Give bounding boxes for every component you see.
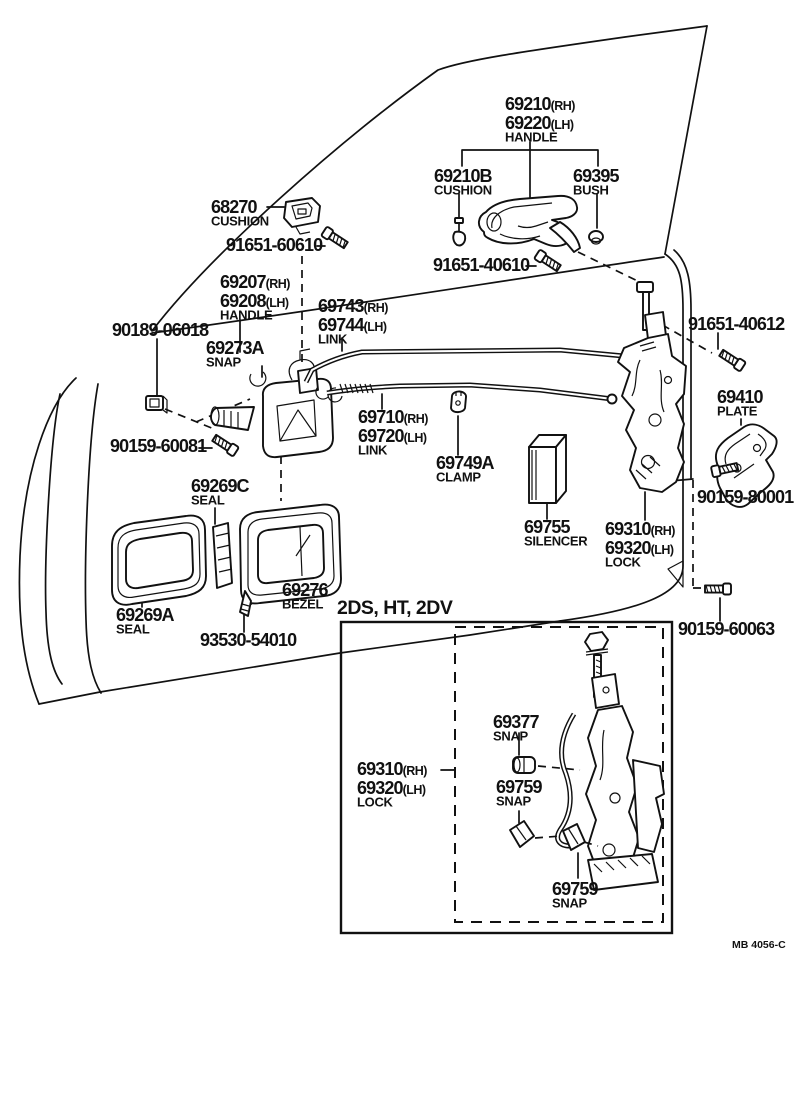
inset-box [339,620,674,935]
screw-93530-part [239,590,252,617]
part-label-cushion-68270-line1: 68270 [211,197,257,217]
part-label-screw-93530-line1: 93530-54010 [200,630,297,650]
inset-leader-lines [440,732,599,879]
part-label-bolt-91651-40612-line1: 91651-40612 [688,314,785,334]
outside-handle-part [478,194,581,253]
part-label-bolt-90159-60063-line1: 90159-60063 [678,619,775,639]
part-label-link-69743-line3: LINK [318,332,348,347]
part-label-bezel-69276-line2: BEZEL [282,597,323,612]
part-label-snap-69759-upper-line1: 69759 [496,777,542,797]
part-label-handle-outer-line1: 69210(RH) [505,94,575,114]
seal-69269a-part [111,514,207,606]
part-label-link-69743-line2: 69744(LH) [318,315,387,335]
part-label-link-69743-line1: 69743(RH) [318,296,388,316]
part-label-screw-90189-line1: 90189-06018 [112,320,209,340]
part-label-cushion-69210b-line1: 69210B [434,166,493,186]
snap-69377-part [512,756,536,774]
drawing-code: MB 4056-C [732,939,786,951]
cushion-pin-69210b-part [452,217,467,247]
inset-dashed-box [454,626,664,923]
seal-69269c-part [212,522,233,589]
part-label-bush-69395-line2: BUSH [573,183,609,198]
part-label-seal-69269a-line1: 69269A [116,605,175,625]
part-label-lock-main-line1: 69310(RH) [605,519,675,539]
part-label-bush-69395-line1: 69395 [573,166,619,186]
cushion-68270-part [283,197,321,235]
part-label-lock-main-line2: 69320(LH) [605,538,674,558]
part-label-bezel-69276-line1: 69276 [282,580,328,600]
part-label-lock-inset-line2: 69320(LH) [357,778,426,798]
labels-layer: 69210(RH)69220(LH)HANDLE69210BCUSHION693… [110,94,795,911]
plate-69410-part [714,423,778,508]
silencer-69755-part [528,434,567,504]
part-label-clamp-69749a-line2: CLAMP [436,470,481,485]
part-label-lock-inset-line1: 69310(RH) [357,759,427,779]
part-label-bolt-90159-60081-line1: 90159-60081 [110,436,207,456]
part-label-snap-69759-upper-line2: SNAP [496,794,532,809]
part-label-silencer-69755-line2: SILENCER [524,534,588,549]
part-label-seal-69269c-line1: 69269C [191,476,250,496]
bolt-90159-60063-part [704,582,732,596]
part-label-cushion-68270-line2: CUSHION [211,214,269,229]
part-label-link-69710-line2: 69720(LH) [358,426,427,446]
part-label-plate-69410-line1: 69410 [717,387,763,407]
part-label-plate-69410-line2: PLATE [717,404,758,419]
inner-handle-part [210,348,343,459]
part-label-snap-69759-lower-line2: SNAP [552,896,588,911]
inset-title: 2DS, HT, 2DV [337,597,453,619]
link-rod-69710-part [315,382,618,405]
part-label-bolt-91651-40610-line1: 91651-40610 [433,255,530,275]
bolt-91651-40610-part [533,248,563,274]
part-label-handle-outer-line2: 69220(LH) [505,113,574,133]
snap-69273a-part [249,371,267,387]
part-label-snap-69377-line1: 69377 [493,712,539,732]
clamp-69749a-part [450,390,467,414]
part-label-cushion-69210b-line2: CUSHION [434,183,492,198]
part-label-bolt-90159-80001-line1: 90159-80001 [697,487,794,507]
part-label-handle-outer-line3: HANDLE [505,130,558,145]
part-label-silencer-69755-line1: 69755 [524,517,570,537]
part-label-link-69710-line1: 69710(RH) [358,407,428,427]
lock-69310-part [617,281,687,493]
part-label-handle-inner-line3: HANDLE [220,308,273,323]
part-label-handle-inner-line1: 69207(RH) [220,272,290,292]
part-label-snap-69273a-line1: 69273A [206,338,265,358]
part-label-bolt-91651-60610-line1: 91651-60610 [226,235,323,255]
part-label-seal-69269a-line2: SEAL [116,622,150,637]
part-label-clamp-69749a-line1: 69749A [436,453,495,473]
grommet-90189-part [145,395,168,414]
part-label-snap-69273a-line2: SNAP [206,355,242,370]
part-label-link-69710-line3: LINK [358,443,388,458]
inset-lock-part [555,631,665,891]
part-label-snap-69759-lower-line1: 69759 [552,879,598,899]
snap-69759-upper-part [509,820,535,848]
bolt-91651-40612-part [717,347,747,373]
part-label-handle-inner-line2: 69208(LH) [220,291,289,311]
link-rod-69743-part [303,347,640,384]
part-label-snap-69377-line2: SNAP [493,729,529,744]
part-label-lock-main-line3: LOCK [605,555,642,570]
part-label-lock-inset-line3: LOCK [357,795,394,810]
part-label-seal-69269c-line2: SEAL [191,493,225,508]
bolt-90159-60081-part [210,432,240,458]
bush-69395-part [588,230,604,245]
